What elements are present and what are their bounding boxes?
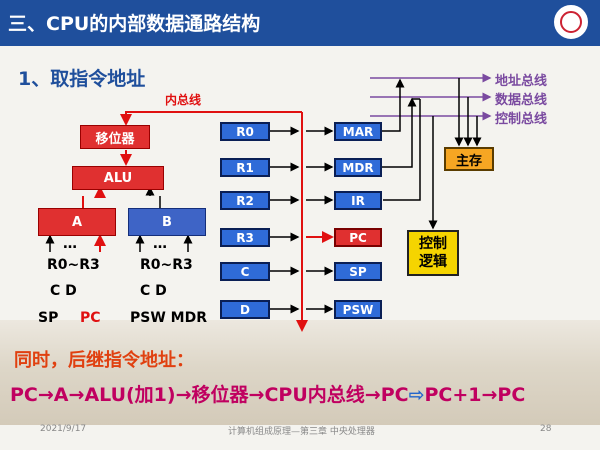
inner-bus-label: 内总线 bbox=[165, 93, 202, 107]
section-subtitle: 1、取指令地址 bbox=[18, 68, 146, 90]
logo-emblem-icon bbox=[560, 11, 582, 33]
reg-ir: IR bbox=[334, 191, 382, 210]
path-step: PC bbox=[497, 384, 526, 406]
control-logic-line2: 逻辑 bbox=[419, 254, 447, 270]
path-step: PC+1 bbox=[424, 384, 482, 406]
control-logic: 控制 逻辑 bbox=[407, 230, 459, 276]
footer-page-number: 28 bbox=[540, 424, 552, 434]
next-address-heading: 同时，后继指令地址： bbox=[14, 350, 194, 371]
path-step: A bbox=[53, 384, 69, 406]
reg-c: C bbox=[220, 262, 270, 281]
a-input-sp: SP bbox=[38, 310, 59, 326]
path-arrow: → bbox=[37, 384, 54, 406]
header-underline bbox=[0, 44, 600, 46]
slide-title: 三、CPU的内部数据通路结构 bbox=[8, 13, 261, 35]
path-step: ALU(加1) bbox=[84, 384, 176, 406]
a-input-dots: … bbox=[63, 236, 77, 252]
address-bus-label: 地址总线 bbox=[495, 74, 548, 89]
a-input-pc: PC bbox=[80, 310, 101, 326]
control-bus-label: 控制总线 bbox=[495, 112, 548, 127]
path-arrow: → bbox=[364, 384, 381, 406]
reg-d: D bbox=[220, 300, 270, 319]
a-input-cd: C D bbox=[50, 283, 77, 299]
shifter-unit: 移位器 bbox=[80, 125, 150, 149]
reg-r3: R3 bbox=[220, 228, 270, 247]
b-input-regs: R0~R3 bbox=[140, 257, 193, 273]
footer-date: 2021/9/17 bbox=[40, 424, 87, 434]
background-photo bbox=[0, 320, 600, 425]
main-memory: 主存 bbox=[444, 147, 494, 171]
b-input-dots: … bbox=[153, 236, 167, 252]
path-step: PC bbox=[380, 384, 409, 406]
alu-unit: ALU bbox=[72, 166, 164, 190]
reg-psw: PSW bbox=[334, 300, 382, 319]
path-step: 移位器 bbox=[191, 384, 249, 406]
register-a: A bbox=[38, 208, 116, 236]
path-arrow: → bbox=[175, 384, 192, 406]
reg-r2: R2 bbox=[220, 191, 270, 210]
reg-mdr: MDR bbox=[334, 158, 382, 177]
path-arrow: → bbox=[68, 384, 85, 406]
next-address-path: PC→A→ALU(加1)→移位器→CPU内总线→PC⇨PC+1→PC bbox=[10, 380, 525, 407]
control-logic-line1: 控制 bbox=[419, 235, 447, 252]
b-input-cd: C D bbox=[140, 283, 167, 299]
register-b: B bbox=[128, 208, 206, 236]
path-arrow: → bbox=[481, 384, 498, 406]
path-step: PC bbox=[10, 384, 38, 406]
a-input-regs: R0~R3 bbox=[47, 257, 100, 273]
reg-sp: SP bbox=[334, 262, 382, 281]
path-arrow: → bbox=[248, 384, 265, 406]
reg-mar: MAR bbox=[334, 122, 382, 141]
university-logo bbox=[552, 3, 590, 41]
reg-pc: PC bbox=[334, 228, 382, 247]
footer-course: 计算机组成原理—第三章 中央处理器 bbox=[228, 427, 375, 437]
path-step: CPU内总线 bbox=[264, 384, 365, 406]
path-hollow-arrow: ⇨ bbox=[408, 384, 425, 406]
b-input-psw-mdr: PSW MDR bbox=[130, 310, 207, 326]
reg-r1: R1 bbox=[220, 158, 270, 177]
reg-r0: R0 bbox=[220, 122, 270, 141]
data-bus-label: 数据总线 bbox=[495, 93, 548, 108]
slide-header: 三、CPU的内部数据通路结构 bbox=[0, 0, 600, 46]
